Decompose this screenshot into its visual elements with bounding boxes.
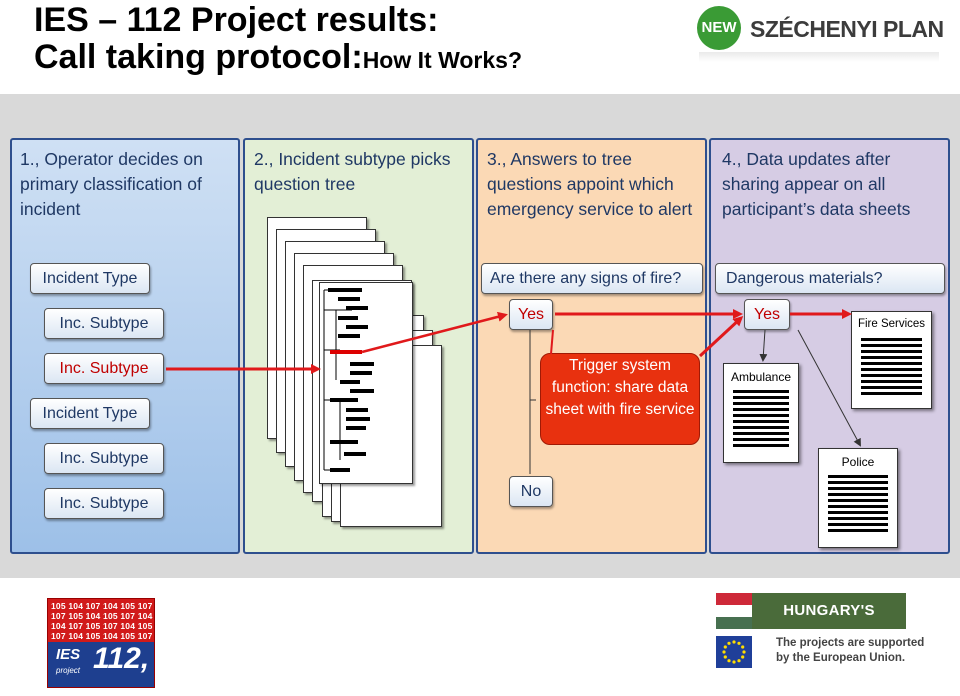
sheet-lines bbox=[861, 338, 922, 398]
ies-number-row: 107 105 104 105 107 104 bbox=[51, 611, 153, 621]
sheet-lines bbox=[828, 475, 888, 535]
title-line-2-sub: How It Works? bbox=[362, 47, 522, 73]
eu-support-text: The projects are supported by the Europe… bbox=[776, 636, 924, 666]
column-4-heading: 4., Data updates after sharing appear on… bbox=[722, 149, 911, 219]
ies-numbers: 105 104 107 104 105 107 107 105 104 105 … bbox=[51, 601, 153, 641]
fire-yes-pill[interactable]: Yes bbox=[509, 299, 553, 330]
ambulance-sheet: Ambulance bbox=[723, 363, 799, 463]
ies-label: IES bbox=[56, 646, 81, 663]
trigger-share-box: Trigger system function: share data shee… bbox=[540, 353, 700, 445]
ambulance-label: Ambulance bbox=[730, 370, 792, 384]
title-line-1: IES – 112 Project results: bbox=[34, 1, 439, 39]
title-line-2: Call taking protocol:How It Works? bbox=[34, 39, 522, 79]
new-badge-icon: NEW bbox=[697, 6, 741, 50]
dangerous-materials-pill[interactable]: Dangerous materials? bbox=[715, 263, 945, 294]
police-label: Police bbox=[841, 455, 875, 469]
inc-subtype-pill-selected[interactable]: Inc. Subtype bbox=[44, 353, 164, 384]
ies-logo-bottom: IES project 112, bbox=[48, 642, 154, 687]
ies-number-row: 105 104 107 104 105 107 bbox=[51, 601, 153, 611]
eu-stars-icon bbox=[722, 640, 746, 664]
column-3-heading: 3., Answers to tree questions appoint wh… bbox=[487, 149, 693, 219]
eu-text-line-1: The projects are supported bbox=[776, 637, 925, 649]
incident-type-pill[interactable]: Incident Type bbox=[30, 398, 150, 429]
ies-project-label: project bbox=[56, 666, 81, 675]
ies-number-row: 107 104 105 104 105 107 bbox=[51, 631, 153, 641]
materials-yes-pill[interactable]: Yes bbox=[744, 299, 790, 330]
fire-no-pill[interactable]: No bbox=[509, 476, 553, 507]
logo-reflection bbox=[699, 52, 939, 62]
eu-flag-icon bbox=[716, 636, 752, 668]
hungary-flag-icon bbox=[716, 593, 752, 629]
incident-type-pill[interactable]: Incident Type bbox=[30, 263, 150, 294]
szechenyi-plan-text: SZÉCHENYI PLAN bbox=[750, 16, 944, 42]
sheet-lines bbox=[733, 390, 789, 450]
fire-services-label: Fire Services bbox=[857, 318, 926, 330]
page-title: IES – 112 Project results: Call taking p… bbox=[34, 2, 522, 79]
eu-text-line-2: by the European Union. bbox=[776, 652, 906, 664]
hungary-renewal-logo: HUNGARY'S RENEWAL bbox=[716, 593, 906, 655]
inc-subtype-pill[interactable]: Inc. Subtype bbox=[44, 308, 164, 339]
title-line-2-main: Call taking protocol: bbox=[34, 38, 363, 76]
ies-112-label: 112, bbox=[93, 642, 150, 675]
police-sheet: Police bbox=[818, 448, 898, 548]
fire-services-sheet: Fire Services bbox=[851, 311, 932, 409]
inc-subtype-pill[interactable]: Inc. Subtype bbox=[44, 443, 164, 474]
inc-subtype-pill[interactable]: Inc. Subtype bbox=[44, 488, 164, 519]
ies-number-row: 104 107 105 107 104 105 bbox=[51, 621, 153, 631]
hungary-renewal-text: HUNGARY'S RENEWAL bbox=[752, 593, 906, 655]
column-1-heading: 1., Operator decides on primary classifi… bbox=[20, 149, 203, 219]
column-2-heading: 2., Incident subtype picks question tree bbox=[254, 149, 451, 194]
fire-question-pill[interactable]: Are there any signs of fire? bbox=[481, 263, 703, 294]
szechenyi-plan-logo: NEW SZÉCHENYI PLAN bbox=[697, 4, 945, 76]
ies-112-logo: 105 104 107 104 105 107 107 105 104 105 … bbox=[47, 598, 155, 688]
column-1 bbox=[10, 138, 240, 554]
